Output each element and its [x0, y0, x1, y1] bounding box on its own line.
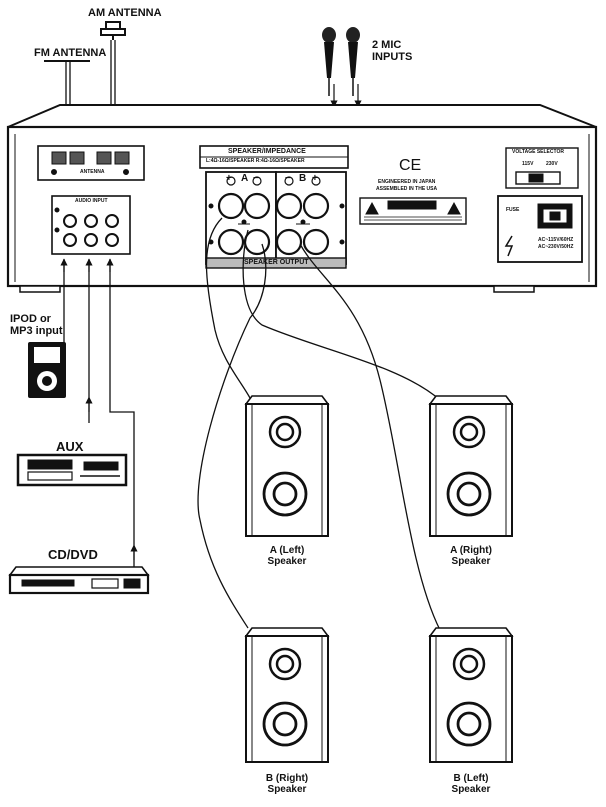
ce-mark: CE [399, 157, 422, 174]
speaker-a-left [244, 395, 330, 537]
mic-inputs-label-line1: 2 MIC [372, 39, 402, 51]
speaker-wires [197, 217, 441, 631]
terminal-b-label: B [299, 173, 307, 184]
terminal-a-minus: − [253, 173, 259, 184]
cd-dvd-player-icon [8, 566, 150, 595]
microphone-icon [346, 27, 360, 96]
voltage-selector-label: VOLTAGE SELECTOR [512, 149, 564, 155]
speaker-impedance-box [199, 145, 349, 169]
terminal-a-plus: + [226, 173, 232, 184]
ipod-label-line2: MP3 input [10, 325, 63, 337]
speaker-impedance-sub: L:4Ω-16Ω/SPEAKER R:4Ω-16Ω/SPEAKER [206, 158, 305, 164]
speaker-a-right-label-line1: A (Right) [450, 545, 492, 556]
source-wires [63, 259, 135, 572]
terminal-a-label: A [241, 173, 249, 184]
audio-input-label: AUDIO INPUT [75, 198, 108, 204]
speaker-output-label: SPEAKER OUTPUT [244, 259, 309, 266]
aux-deck-icon [16, 453, 128, 487]
speaker-b-left [428, 627, 514, 763]
speaker-b-left-label-line1: B (Left) [453, 773, 489, 784]
engineered-line1: ENGINEERED IN JAPAN [378, 179, 436, 185]
terminal-b-plus: + [312, 173, 318, 184]
speaker-terminal-block [205, 171, 347, 269]
ipod-icon [28, 342, 66, 398]
terminal-b-minus: − [285, 173, 291, 184]
speaker-b-left-label-line2: Speaker [451, 784, 491, 795]
mic-inputs-label-line2: INPUTS [372, 51, 413, 63]
warning-label [359, 197, 467, 225]
aux-label: AUX [56, 439, 84, 454]
fuse-label: FUSE [506, 207, 520, 213]
am-antenna-icon [100, 21, 126, 40]
speaker-a-right [428, 395, 514, 537]
microphone-icon [322, 27, 336, 96]
fm-antenna-label: FM ANTENNA [34, 47, 107, 59]
antenna-terminal-label: ANTENNA [80, 169, 105, 175]
ac-rating-line1: AC~115V/60HZ [538, 237, 574, 243]
am-antenna-label: AM ANTENNA [88, 7, 162, 19]
ac-inlet-panel [497, 195, 583, 263]
engineered-line2: ASSEMBLED IN THE USA [376, 186, 438, 192]
speaker-a-left-label-line2: Speaker [267, 556, 307, 567]
ipod-label-line1: IPOD or [10, 313, 51, 325]
speaker-a-left-label-line1: A (Left) [269, 545, 305, 556]
speaker-a-right-label-line2: Speaker [451, 556, 491, 567]
speaker-b-right-label-line2: Speaker [267, 784, 307, 795]
cd-dvd-label: CD/DVD [48, 547, 98, 562]
voltage-selector [505, 147, 579, 189]
speaker-b-right [244, 627, 330, 763]
voltage-230: 230V [546, 161, 558, 167]
voltage-115: 115V [522, 161, 534, 167]
ac-rating-line2: AC~230V/50HZ [538, 244, 574, 250]
antenna-terminal-block [37, 145, 145, 181]
speaker-impedance-title: SPEAKER/IMPEDANCE [228, 148, 306, 155]
audio-input-jacks [51, 195, 131, 255]
speaker-b-right-label-line1: B (Right) [265, 773, 309, 784]
